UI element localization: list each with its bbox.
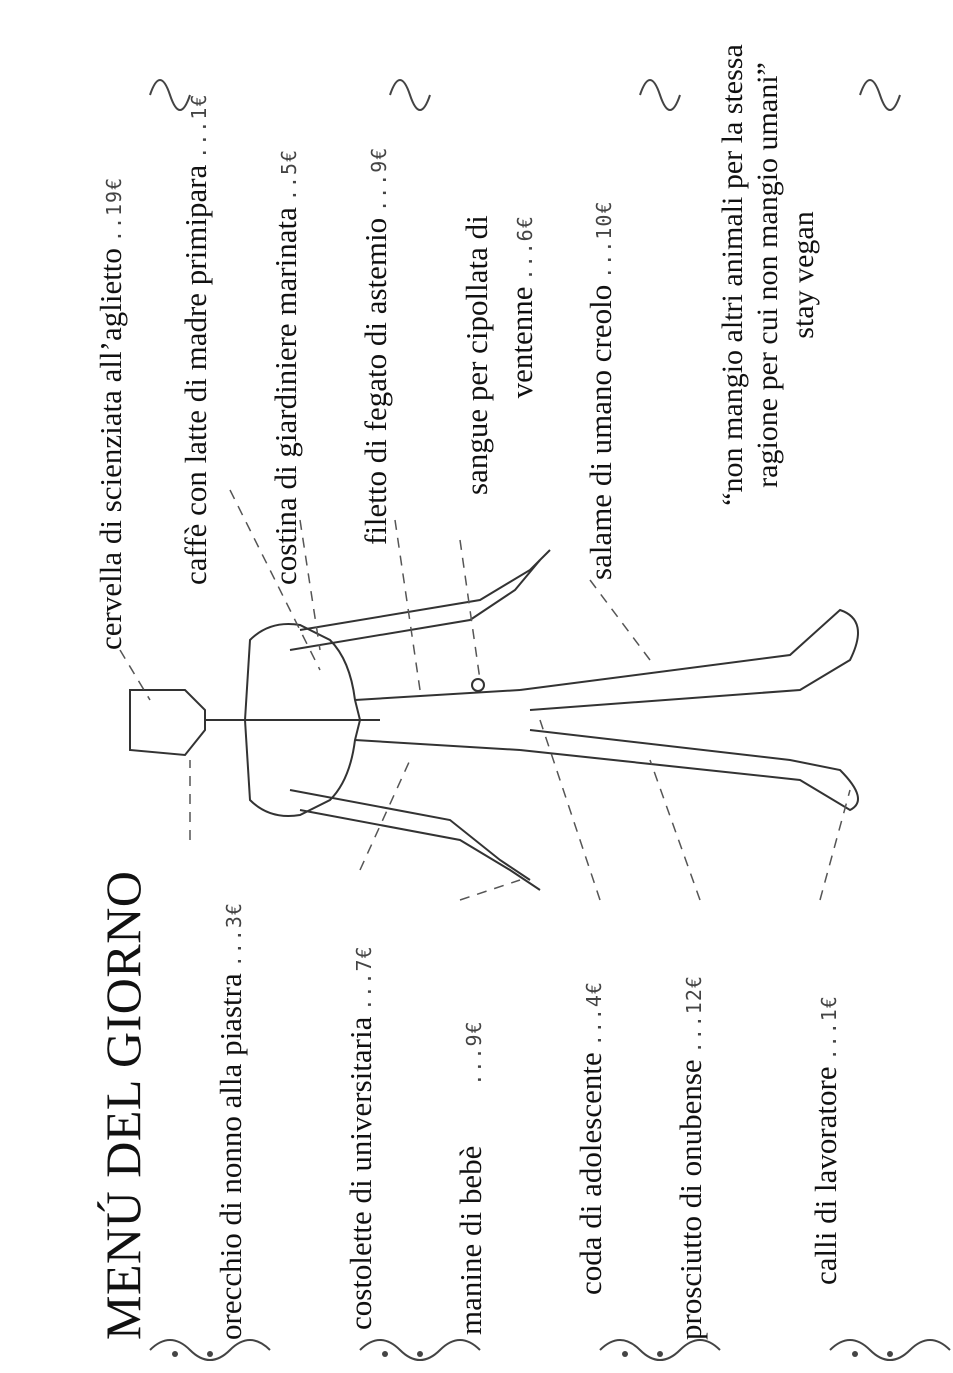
item-price: ...3€ <box>222 902 246 967</box>
menu-item-filetto: filetto di fegato di astemio ...9€ <box>360 147 391 545</box>
item-price: ...1€ <box>817 995 841 1060</box>
menu-item-costina: costina di giardiniere marinata ..5€ <box>270 149 301 585</box>
item-price: ...9€ <box>367 147 391 212</box>
item-label: manine di bebè <box>453 1146 488 1335</box>
item-label-line1: sangue per cipollata di <box>455 215 500 495</box>
item-label-line2: ventenne <box>504 286 539 398</box>
menu-item-costolette: costolette di universitaria ...7€ <box>345 945 376 1330</box>
vegan-quote: “non mangio altri animali per la stessa … <box>715 10 821 540</box>
menu-item-sangue: sangue per cipollata di ventenne ...6€ <box>455 215 545 495</box>
item-price: ...10€ <box>592 200 616 278</box>
item-label: costina di giardiniere marinata <box>268 207 303 585</box>
menu-item-coda: coda di adolescente ...4€ <box>575 981 606 1295</box>
item-label: salame di umano creolo <box>583 285 618 580</box>
item-price: ...7€ <box>352 945 376 1010</box>
menu-item-calli: calli di lavoratore ...1€ <box>810 995 841 1285</box>
item-label: caffè con latte di madre primipara <box>178 165 213 585</box>
item-price: ...12€ <box>682 975 706 1053</box>
item-price: ...1€ <box>187 93 211 158</box>
item-price: ...9€ <box>462 1020 486 1085</box>
quote-line2: ragione per cui non mangio umani” <box>750 10 785 540</box>
item-label: calli di lavoratore <box>808 1066 843 1285</box>
item-label: filetto di fegato di astemio <box>358 218 393 545</box>
item-label: orecchio di nonno alla piastra <box>213 973 248 1340</box>
item-label: prosciutto di onubense <box>673 1059 708 1340</box>
menu-item-salame: salame di umano creolo ...10€ <box>585 200 616 580</box>
menu-item-manine: manine di bebè ...9€ <box>455 1020 486 1335</box>
item-price: ..19€ <box>102 177 126 242</box>
item-price: ..5€ <box>277 149 301 201</box>
menu-title: MENÚ DEL GIORNO <box>98 871 148 1341</box>
item-price: ...4€ <box>582 981 606 1046</box>
menu-item-cervella: cervella di scienziata all’aglietto ..19€ <box>95 177 126 650</box>
menu-item-prosciutto: prosciutto di onubense ...12€ <box>675 975 706 1340</box>
menu-item-caffe: caffè con latte di madre primipara ...1€ <box>180 93 211 585</box>
item-price: ...6€ <box>513 215 537 280</box>
quote-signoff: stay vegan <box>786 10 821 540</box>
quote-line1: “non mangio altri animali per la stessa <box>715 10 750 540</box>
item-label: costolette di universitaria <box>343 1017 378 1330</box>
menu-item-orecchio: orecchio di nonno alla piastra ...3€ <box>215 902 246 1340</box>
item-label: coda di adolescente <box>573 1052 608 1295</box>
item-label: cervella di scienziata all’aglietto <box>93 248 128 650</box>
